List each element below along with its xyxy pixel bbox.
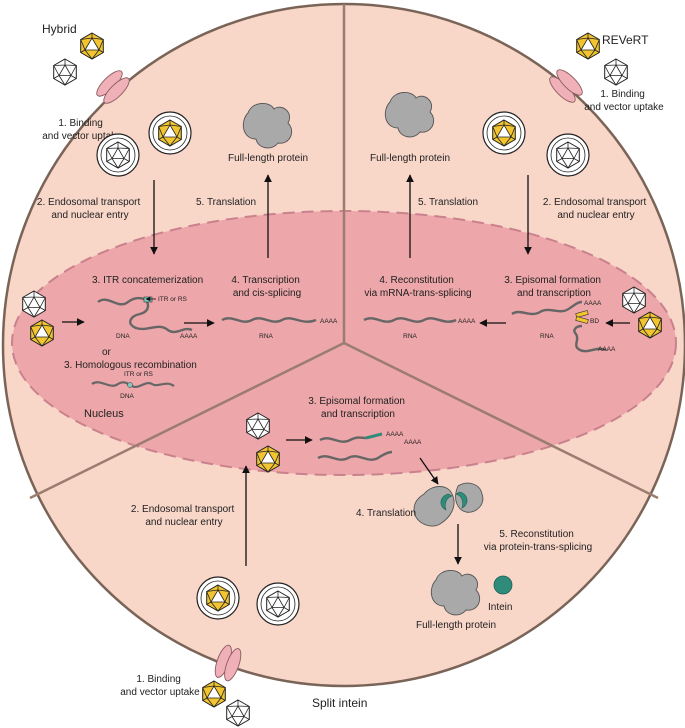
aav-capsid-gold-icon: [80, 32, 104, 60]
hybrid-step2: 2. Endosomal transport and nuclear entry: [37, 197, 143, 221]
dna-label-b: DNA: [120, 393, 134, 400]
section-dividers: [29, 4, 659, 500]
split-step4: 4. Translation: [356, 508, 416, 519]
split-step1: 1. Binding and vector uptake: [120, 674, 200, 698]
revert-rna-left: RNA: [403, 333, 417, 340]
poly-a-bottom: AAAA: [598, 346, 616, 353]
rna-strand: [363, 317, 457, 323]
intein-label: Intein: [488, 602, 512, 613]
split-step5: 5. Reconstitution via protein-trans-spli…: [484, 529, 592, 553]
or-label: or: [102, 347, 112, 358]
aav-capsid-gold-icon: [202, 680, 226, 708]
aav-capsid-gold-icon: [576, 32, 600, 60]
rna-strand: [221, 317, 317, 323]
aav-capsid-icon: [604, 58, 628, 86]
intein-icon: [493, 575, 513, 595]
bd-label: BD: [590, 318, 599, 325]
hybrid-protein: Full-length protein: [228, 153, 308, 164]
revert-step2: 2. Endosomal transport and nuclear entry: [543, 197, 649, 221]
revert-title: REVeRT: [602, 33, 649, 47]
split-poly-a-1: AAAA: [386, 431, 404, 438]
bd-marker: [575, 316, 589, 324]
hybrid-step1: 1. Binding and vector uptake: [42, 118, 122, 142]
arrow: [419, 457, 439, 485]
episome-strands: [511, 300, 607, 353]
mrna-strands: [317, 436, 393, 461]
dna-label: DNA: [116, 333, 130, 340]
endosome-icon: [547, 134, 589, 176]
endosome-icon: [257, 583, 299, 625]
aav-capsid-icon: [53, 58, 77, 86]
revert-protein: Full-length protein: [370, 153, 450, 164]
split-step3: 3. Episomal formation and transcription: [308, 396, 408, 420]
rna-poly-a: AAAA: [320, 318, 338, 325]
revert-step4: 4. Reconstitution via mRNA-trans-splicin…: [364, 275, 471, 299]
split-protein: Full-length protein: [416, 620, 496, 631]
endosome-icon: [149, 112, 191, 154]
split-protein-halves: [413, 482, 484, 527]
poly-a-top: AAAA: [584, 300, 602, 307]
revert-step3: 3. Episomal formation and transcription: [504, 275, 604, 299]
itr-marker: [143, 296, 153, 303]
endosome-icon: [97, 134, 139, 176]
revert-rna-poly-a: AAAA: [458, 318, 476, 325]
hybrid-step5: 5. Translation: [196, 197, 256, 208]
nucleus-label: Nucleus: [84, 408, 124, 420]
endosome-icon: [483, 112, 525, 154]
split-poly-a-2: AAAA: [404, 439, 422, 446]
hybrid-step3b: 3. Homologous recombination: [64, 360, 197, 371]
itr-label-b: ITR or RS: [124, 371, 154, 378]
revert-step5: 5. Translation: [418, 197, 478, 208]
hybrid-title: Hybrid: [42, 22, 77, 36]
aav-capsid-icon: [226, 699, 250, 727]
bd-marker: [575, 310, 589, 318]
hybrid-step4: 4. Transcription and cis-splicing: [231, 275, 302, 299]
split-title: Split intein: [312, 696, 367, 710]
rna-label: RNA: [259, 333, 273, 340]
poly-a-label: AAAA: [180, 333, 198, 340]
hybrid-step3a: 3. ITR concatemerization: [92, 275, 203, 286]
split-step2: 2. Endosomal transport and nuclear entry: [131, 504, 237, 528]
endosome-icon: [197, 577, 239, 619]
revert-rna-label: RNA: [540, 333, 554, 340]
revert-step1: 1. Binding and vector uptake: [584, 89, 664, 113]
itr-label: ITR or RS: [158, 296, 188, 303]
dna-concatemer: [97, 296, 193, 334]
